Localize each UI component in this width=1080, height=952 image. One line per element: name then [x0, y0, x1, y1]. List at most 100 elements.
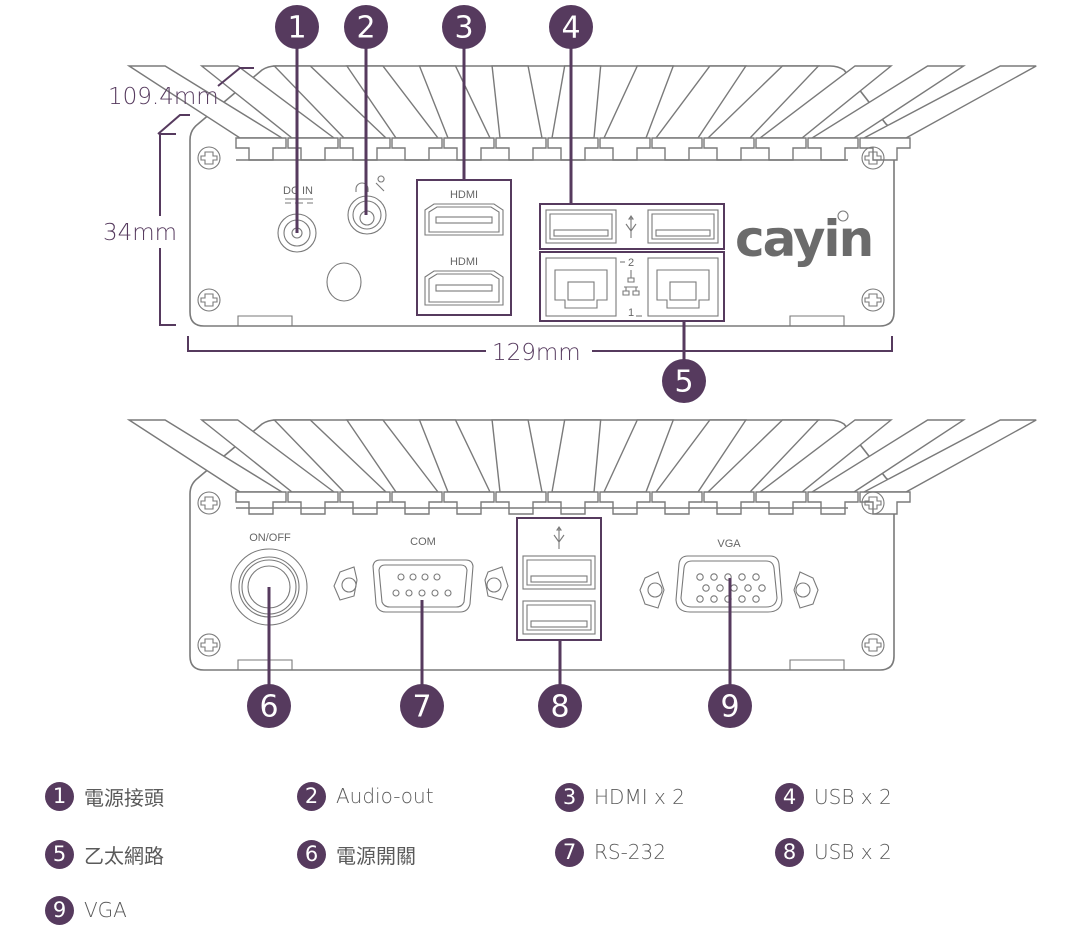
screw-icon — [861, 491, 885, 515]
pin — [744, 584, 752, 592]
fin-foot — [547, 491, 599, 515]
callout-lines — [267, 40, 732, 690]
lan-port-1-label: 1 — [628, 307, 634, 319]
callout-badge-6: 6 — [247, 684, 291, 728]
microphone-icon — [375, 175, 385, 192]
legend-label: 電源接頭 — [84, 785, 164, 810]
svg-text:5: 5 — [674, 365, 693, 400]
legend-item-1: 1 電源接頭 — [45, 778, 164, 814]
pin — [696, 595, 704, 603]
fin-foot — [443, 491, 495, 515]
legend-badge: 4 — [775, 782, 804, 812]
legend-badge: 5 — [45, 839, 74, 869]
legend-badge: 1 — [45, 781, 74, 811]
callout-badge-4: 4 — [549, 5, 593, 49]
dimension-width: 129mm — [187, 336, 893, 366]
lan-port-2-label: 2 — [628, 257, 634, 269]
hdmi-port — [424, 203, 504, 236]
svg-text:4: 4 — [561, 11, 580, 46]
screw-icon — [197, 146, 221, 170]
usb-icon — [553, 526, 565, 549]
legend-label: 乙太網路 — [84, 843, 164, 868]
callout-badge-7: 7 — [400, 684, 444, 728]
screw-icon — [197, 633, 221, 657]
pin — [710, 573, 718, 581]
logo-dot — [837, 210, 849, 222]
screw-icon — [861, 633, 885, 657]
dimension-height: 34mm — [103, 133, 177, 326]
pin — [397, 573, 405, 581]
callout-badge-2: 2 — [344, 5, 388, 49]
legend-item-6: 6 電源開關 — [297, 836, 416, 872]
legend-item-7: 7 RS-232 — [555, 834, 666, 870]
usb-port — [545, 209, 617, 244]
legend-label: USB x 2 — [814, 840, 892, 864]
front-device: DC IN HDMI HDMI — [126, 65, 1037, 327]
hdmi-label-bottom: HDMI — [450, 256, 478, 268]
pin — [444, 589, 452, 597]
com-port — [333, 559, 509, 613]
usb-group-frame — [539, 203, 725, 250]
hdmi-port — [424, 270, 504, 306]
network-icon — [622, 270, 640, 296]
width-dimension-label: 129mm — [492, 340, 581, 366]
pin — [392, 589, 400, 597]
pin — [418, 589, 426, 597]
callout-badge-5: 5 — [662, 359, 706, 403]
legend-label: Audio-out — [336, 784, 434, 808]
svg-text:9: 9 — [720, 690, 739, 725]
fin-foot — [703, 491, 755, 515]
com-label: COM — [410, 536, 436, 548]
reset-hole — [326, 262, 362, 302]
legend-label: VGA — [84, 898, 127, 922]
legend-item-5: 5 乙太網路 — [45, 836, 164, 872]
screw-icon — [197, 491, 221, 515]
heat-sink-fins — [126, 419, 1037, 515]
fin-foot — [391, 491, 443, 515]
fin-foot — [495, 491, 547, 515]
pin — [738, 595, 746, 603]
svg-text:3: 3 — [454, 11, 473, 46]
svg-text:8: 8 — [550, 690, 569, 725]
usb-port — [522, 555, 596, 590]
headphone-icon — [355, 182, 369, 192]
legend-item-8: 8 USB x 2 — [775, 834, 892, 870]
legend-item-3: 3 HDMI x 2 — [555, 779, 685, 815]
svg-text:1: 1 — [287, 11, 306, 46]
pin — [758, 584, 766, 592]
dimension-depth: 109.4mm — [108, 67, 254, 135]
rear-device: ON/OFF COM — [126, 419, 1037, 671]
pin — [752, 595, 760, 603]
usb-icon — [625, 215, 637, 238]
pin — [433, 573, 441, 581]
pin — [716, 584, 724, 592]
fin-foot — [807, 491, 859, 515]
legend-badge: 3 — [555, 782, 584, 812]
pin — [405, 589, 413, 597]
fin-foot — [651, 491, 703, 515]
fin-foot — [235, 491, 287, 515]
screw-icon — [861, 288, 885, 312]
ethernet-group-frame — [539, 251, 725, 322]
cayin-logo: cayin — [735, 210, 872, 268]
device-diagram: DC IN HDMI HDMI — [103, 5, 1037, 728]
usb-port — [647, 209, 719, 244]
svg-text:7: 7 — [412, 690, 431, 725]
pin — [409, 573, 417, 581]
usb-port — [522, 600, 596, 635]
legend-badge: 9 — [45, 895, 74, 925]
legend-item-2: 2 Audio-out — [297, 778, 434, 814]
pin — [738, 573, 746, 581]
pin — [724, 573, 732, 581]
fin-foot — [599, 491, 651, 515]
ethernet-port — [647, 257, 719, 317]
callout-badge-1: 1 — [275, 5, 319, 49]
pin — [431, 589, 439, 597]
legend-label: USB x 2 — [814, 785, 892, 809]
ethernet-port — [545, 257, 617, 317]
legend-label: RS-232 — [594, 840, 666, 864]
fin-foot — [339, 491, 391, 515]
callout-badge-9: 9 — [708, 684, 752, 728]
hdmi-label-top: HDMI — [450, 189, 478, 201]
legend-label: HDMI x 2 — [594, 785, 685, 809]
